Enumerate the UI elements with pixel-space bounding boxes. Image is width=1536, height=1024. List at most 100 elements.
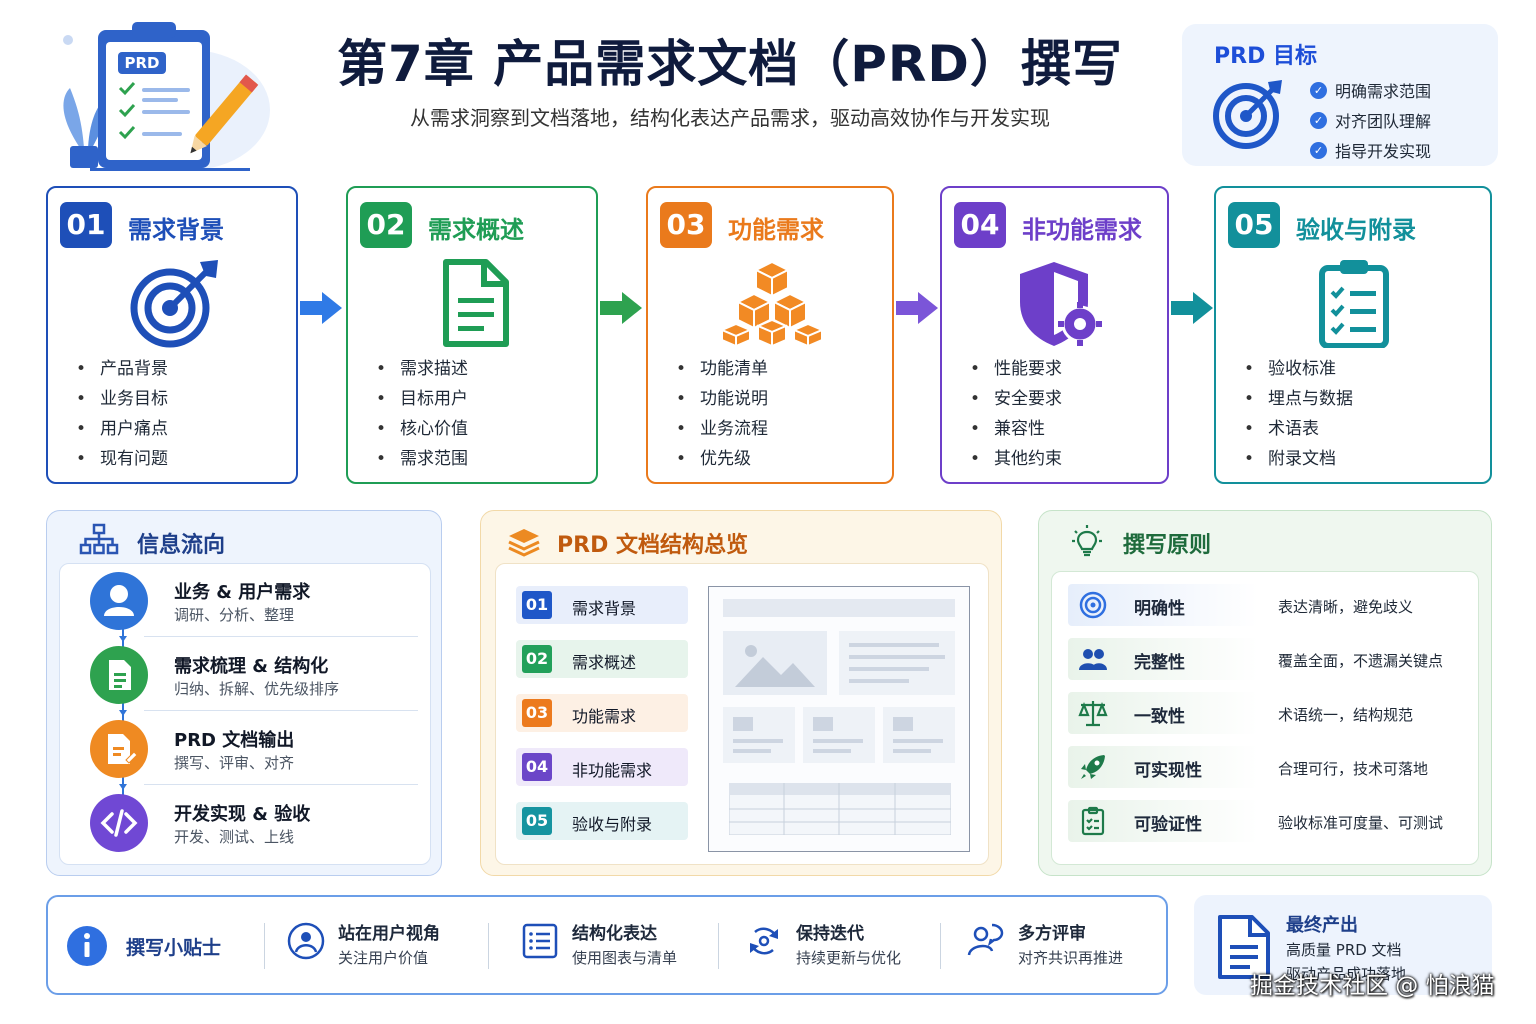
goals-title: PRD 目标 [1214, 44, 1317, 69]
clipboard-check-icon [1081, 806, 1105, 836]
preview-card [883, 707, 955, 763]
document-icon [443, 259, 509, 347]
step-item: 产品背景 [76, 354, 168, 384]
document-icon [1218, 915, 1270, 979]
review-icon [967, 923, 1004, 956]
watermark: 掘金技术社区 @ 怕浪猫 [1250, 973, 1495, 999]
step-item: 优先级 [676, 444, 768, 474]
divider [144, 710, 418, 711]
step-item-list: 性能要求 安全要求 兼容性 其他约束 [970, 354, 1062, 474]
rocket-icon [1081, 755, 1105, 779]
users-icon [1079, 649, 1107, 670]
goal-item: ✓指导开发实现 [1310, 138, 1431, 162]
structure-row-label: 需求背景 [572, 599, 637, 618]
preview-header-bar [723, 599, 955, 617]
step-item-list: 需求描述 目标用户 核心价值 需求范围 [376, 354, 468, 474]
tip-keep-iterating: 保持迭代 持续更新与优化 [744, 915, 944, 975]
step-title: 功能需求 [728, 216, 824, 244]
step-card-requirement-overview: 02 需求概述 需求描述 目标用户 核心价值 需求范围 [346, 186, 598, 484]
document-edit-icon [90, 720, 148, 778]
info-icon [67, 926, 107, 966]
step-card-functional-requirements: 03 功能需求 功能清单 功能说明 业务流程 优先级 [646, 186, 894, 484]
flow-step-structuring: 需求梳理 & 结构化 归纳、拆解、优先级排序 [90, 640, 420, 710]
structure-row-number: 04 [522, 753, 552, 781]
step-item: 用户痛点 [76, 414, 168, 444]
structure-row-number: 02 [522, 645, 552, 673]
document-preview [708, 586, 970, 852]
step-number: 01 [60, 202, 112, 248]
final-output-title: 最终产出 [1286, 915, 1358, 936]
info-flow-list: 业务 & 用户需求 调研、分析、整理 需求梳理 & 结构化 归纳、拆解、优先级排… [59, 563, 431, 865]
step-item: 兼容性 [970, 414, 1062, 444]
step-number: 05 [1228, 202, 1280, 248]
target-icon [130, 260, 218, 348]
target-icon [1213, 80, 1282, 149]
writing-principles-title: 撰写原则 [1123, 533, 1212, 558]
writing-principles-panel: 撰写原则 明确性 表达清晰，避免歧义 完整性 覆盖全面，不遗漏关键点 一致性 术… [1038, 510, 1492, 876]
info-flow-panel: 信息流向 业务 & 用户需求 调研、分析、整理 需求梳理 & 结构化 归纳、拆解… [46, 510, 442, 876]
step-item: 业务流程 [676, 414, 768, 444]
flow-step-development: 开发实现 & 验收 开发、测试、上线 [90, 788, 420, 858]
shield-gear-icon [1020, 262, 1102, 346]
preview-card [803, 707, 875, 763]
structure-row-number: 03 [522, 699, 552, 727]
step-item: 现有问题 [76, 444, 168, 474]
step-title: 非功能需求 [1022, 216, 1142, 244]
final-output-line2: 驱动产品成功落地 [1286, 965, 1407, 983]
refresh-icon [750, 927, 778, 955]
goal-item: ✓对齐团队理解 [1310, 108, 1431, 132]
layers-icon [508, 529, 540, 557]
step-item: 业务目标 [76, 384, 168, 414]
final-output-card: 最终产出 高质量 PRD 文档 驱动产品成功落地 [1194, 895, 1492, 995]
prd-goals-card: PRD 目标 ✓明确需求范围 ✓对齐团队理解 ✓指导开发实现 [1182, 24, 1498, 166]
check-icon: ✓ [1310, 141, 1327, 159]
step-item: 核心价值 [376, 414, 468, 444]
step-item: 其他约束 [970, 444, 1062, 474]
prd-badge-text: PRD [125, 54, 160, 72]
table-placeholder-icon [729, 783, 951, 835]
cubes-icon [722, 260, 822, 348]
scale-icon [1078, 701, 1108, 727]
user-circle-icon [287, 922, 325, 960]
structure-overview-title: PRD 文档结构总览 [557, 533, 748, 558]
principle-row-clarity: 明确性 表达清晰，避免歧义 [1068, 584, 1472, 626]
step-title: 需求概述 [428, 216, 524, 244]
step-title: 需求背景 [128, 216, 224, 244]
step-card-nonfunctional-requirements: 04 非功能需求 性能要求 安全要求 兼容性 其他约束 [940, 186, 1169, 484]
hero-illustration: PRD [40, 18, 270, 173]
structure-row-number: 01 [522, 591, 552, 619]
step-item: 安全要求 [970, 384, 1062, 414]
tip-user-perspective: 站在用户视角 关注用户价值 [286, 915, 486, 975]
tip-structured-expression: 结构化表达 使用图表与清单 [520, 915, 720, 975]
step-item: 需求范围 [376, 444, 468, 474]
step-item-list: 功能清单 功能说明 业务流程 优先级 [676, 354, 768, 474]
step-item: 性能要求 [970, 354, 1062, 384]
structure-row-label: 需求概述 [572, 653, 637, 672]
step-card-acceptance-appendix: 05 验收与附录 验收标准 埋点与数据 术语表 附录文档 [1214, 186, 1492, 484]
clipboard-icon [1319, 260, 1389, 348]
arrow-right-icon [1171, 292, 1213, 324]
goal-item: ✓明确需求范围 [1310, 78, 1431, 102]
step-number: 02 [360, 202, 412, 248]
divider [718, 923, 719, 969]
divider [264, 923, 265, 969]
step-item-list: 验收标准 埋点与数据 术语表 附录文档 [1244, 354, 1353, 474]
structure-row-label: 验收与附录 [572, 815, 653, 834]
page-title: 第7章 产品需求文档（PRD）撰写 [337, 35, 1123, 93]
hierarchy-icon [79, 523, 119, 555]
divider [144, 636, 418, 637]
arrow-right-icon [300, 292, 342, 324]
preview-card [723, 707, 795, 763]
step-item: 验收标准 [1244, 354, 1353, 384]
user-icon [90, 572, 148, 630]
principle-row-consistency: 一致性 术语统一，结构规范 [1068, 692, 1472, 734]
document-icon [90, 646, 148, 704]
flow-step-prd-output: PRD 文档输出 撰写、评审、对齐 [90, 714, 420, 784]
principle-row-completeness: 完整性 覆盖全面，不遗漏关键点 [1068, 638, 1472, 680]
final-output-line1: 高质量 PRD 文档 [1286, 941, 1402, 959]
flow-step-business-needs: 业务 & 用户需求 调研、分析、整理 [90, 566, 420, 636]
step-item: 术语表 [1244, 414, 1353, 444]
step-item: 功能说明 [676, 384, 768, 414]
